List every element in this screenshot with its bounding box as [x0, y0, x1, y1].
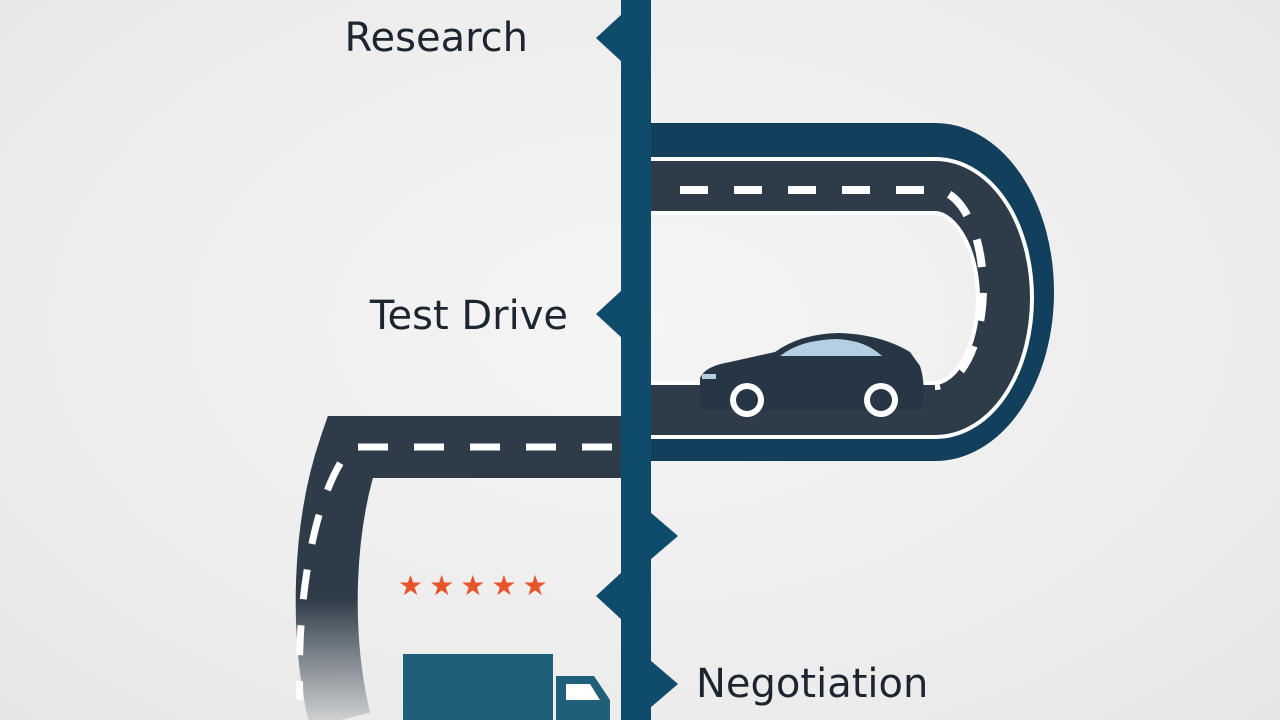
truck-cargo-box [403, 654, 553, 720]
car-icon [700, 333, 924, 417]
lower-road [295, 416, 770, 720]
truck-window [566, 684, 600, 700]
car-window [780, 339, 882, 356]
star-icon: ★ [491, 569, 517, 602]
lower-road-lane-marking [295, 443, 612, 701]
upper-road [650, 123, 1054, 461]
pointer-research [596, 14, 622, 62]
star-rating: ★★★★★ [398, 572, 548, 600]
stage-label-negotiation: Negotiation [696, 661, 929, 707]
upper-road-outer-band [650, 123, 1054, 461]
upper-road-surface [650, 161, 1030, 435]
star-icon: ★ [429, 569, 455, 602]
timeline-pointers [596, 14, 678, 708]
star-icon: ★ [398, 569, 424, 602]
lower-road-surface [295, 416, 640, 720]
stage-label-test-drive: Test Drive [369, 293, 568, 339]
upper-road-lane-marking [680, 186, 987, 390]
pointer-test-drive [596, 290, 622, 338]
star-icon: ★ [460, 569, 486, 602]
timeline-spine [621, 0, 651, 720]
car-headlight [702, 374, 716, 379]
delivery-truck-icon [403, 654, 610, 720]
pointer-rating [596, 572, 622, 620]
star-icon: ★ [522, 569, 548, 602]
stage-label-research: Research [344, 15, 528, 61]
pointer-negotiation [650, 660, 678, 708]
pointer-right-mid [650, 512, 678, 560]
